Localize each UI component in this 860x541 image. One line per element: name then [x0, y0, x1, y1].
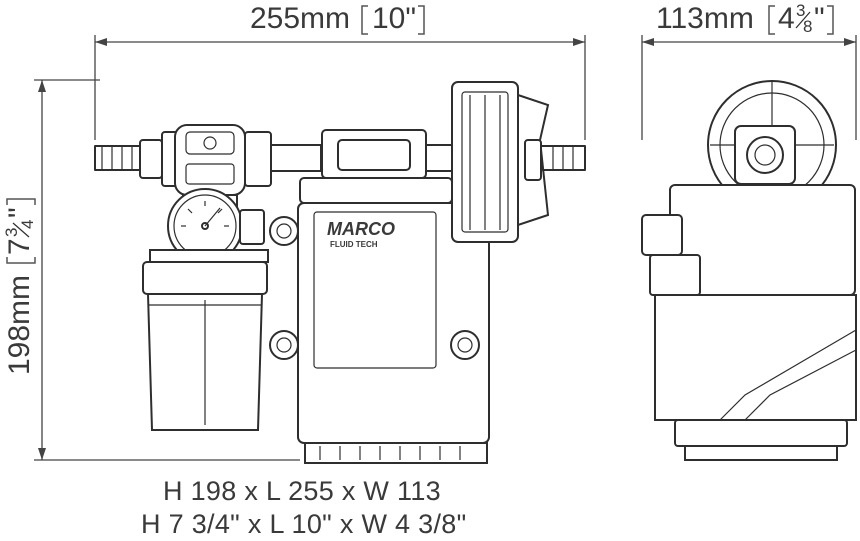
width-imperial-whole: 4: [778, 2, 795, 35]
brand-name: MARCO: [327, 219, 395, 239]
width-arrow-left: [642, 38, 654, 46]
motor-body: MARCO FLUID TECH: [269, 129, 490, 464]
height-arrow-bottom: [38, 448, 46, 460]
outlet-hose-barb: [540, 145, 586, 171]
height-imperial-suffix: ": [3, 207, 36, 218]
height-arrow-top: [38, 80, 46, 92]
height-dimension: 198mm 7 3 4 ": [2, 79, 300, 461]
length-imperial-label: 10": [372, 2, 416, 35]
length-arrow-right: [573, 38, 585, 46]
width-imperial-suffix: ": [814, 2, 825, 35]
length-metric-label: 255mm: [250, 2, 350, 35]
length-bracket-right: [418, 5, 425, 35]
inlet-hose-barb: [94, 139, 163, 179]
pump-head: [451, 81, 550, 243]
width-metric-label: 113mm: [656, 2, 754, 35]
height-imperial-whole: 7: [3, 238, 36, 255]
width-arrow-right: [844, 38, 856, 46]
height-imperial-numerator: 3: [2, 228, 21, 237]
height-bracket-right: [6, 198, 36, 205]
length-dimension: 255mm 10": [94, 2, 586, 140]
height-bracket-left: [6, 257, 36, 264]
pump-side-view: [641, 80, 857, 461]
height-imperial-denominator: 4: [18, 220, 37, 229]
pressure-gauge: [167, 188, 265, 264]
valve-assembly: [161, 124, 322, 208]
summary-imperial: H 7 3/4" x L 10" x W 4 3/8": [141, 509, 467, 539]
width-imperial-numerator: 3: [796, 1, 805, 20]
length-bracket-left: [361, 5, 368, 35]
pump-front-view: MARCO FLUID TECH: [94, 81, 586, 464]
height-metric-label: 198mm: [3, 275, 36, 375]
summary-metric: H 198 x L 255 x W 113: [163, 476, 441, 506]
width-bracket-right: [827, 5, 834, 35]
width-dimension: 113mm 4 3 8 ": [641, 1, 857, 140]
length-arrow-left: [95, 38, 107, 46]
filter-canister: [142, 249, 269, 431]
brand-tagline: FLUID TECH: [330, 240, 378, 249]
width-imperial-denominator: 8: [803, 17, 812, 36]
width-bracket-left: [768, 5, 775, 35]
